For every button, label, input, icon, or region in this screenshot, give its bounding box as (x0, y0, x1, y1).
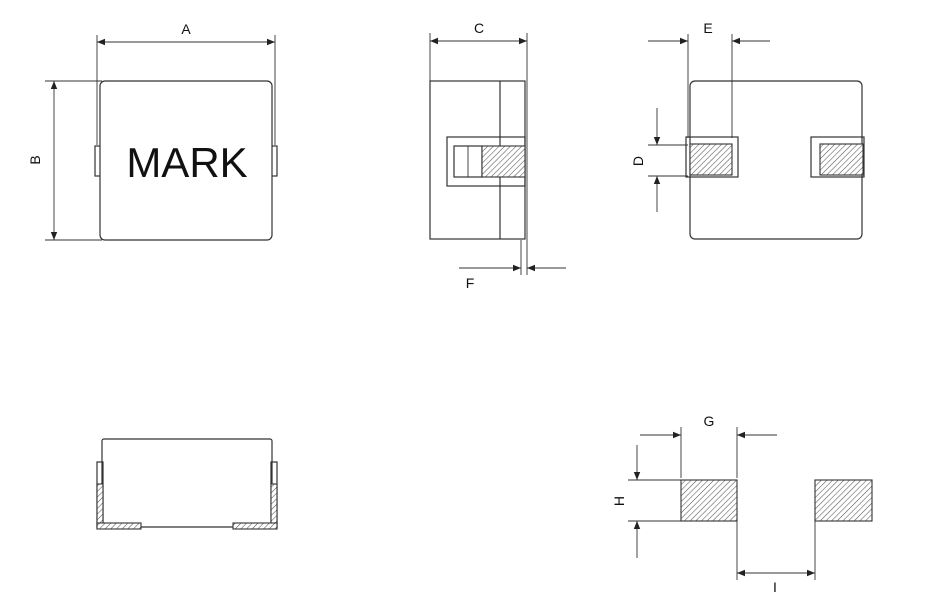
foot-pad-left (96, 522, 142, 530)
component-body-top (99, 80, 273, 241)
terminal-hatch-side (481, 145, 526, 178)
terminal-hatch-right (819, 143, 864, 176)
dim-label-f: F (466, 275, 475, 291)
component-body-front (101, 438, 273, 528)
terminal-hatch-left (689, 143, 733, 176)
dim-label-c: C (474, 20, 484, 36)
terminal-left (685, 136, 739, 178)
top-view: A B MARK (27, 21, 278, 241)
dim-label-e: E (703, 20, 712, 36)
land-pad-right (814, 479, 873, 522)
foot-pad-right (232, 522, 278, 530)
dim-label-h: H (611, 496, 627, 506)
land-pattern: G H I (611, 413, 873, 595)
bottom-view: E D (630, 20, 865, 240)
mark-text: MARK (126, 139, 247, 186)
front-view (96, 438, 278, 530)
land-pad-left (680, 479, 738, 522)
dim-label-d: D (630, 156, 646, 166)
dim-label-i: I (773, 579, 777, 595)
dim-label-b: B (27, 155, 43, 164)
dim-label-g: G (704, 413, 715, 429)
side-view: C F (429, 20, 566, 291)
dim-label-a: A (181, 21, 191, 37)
terminal-right (810, 136, 865, 178)
